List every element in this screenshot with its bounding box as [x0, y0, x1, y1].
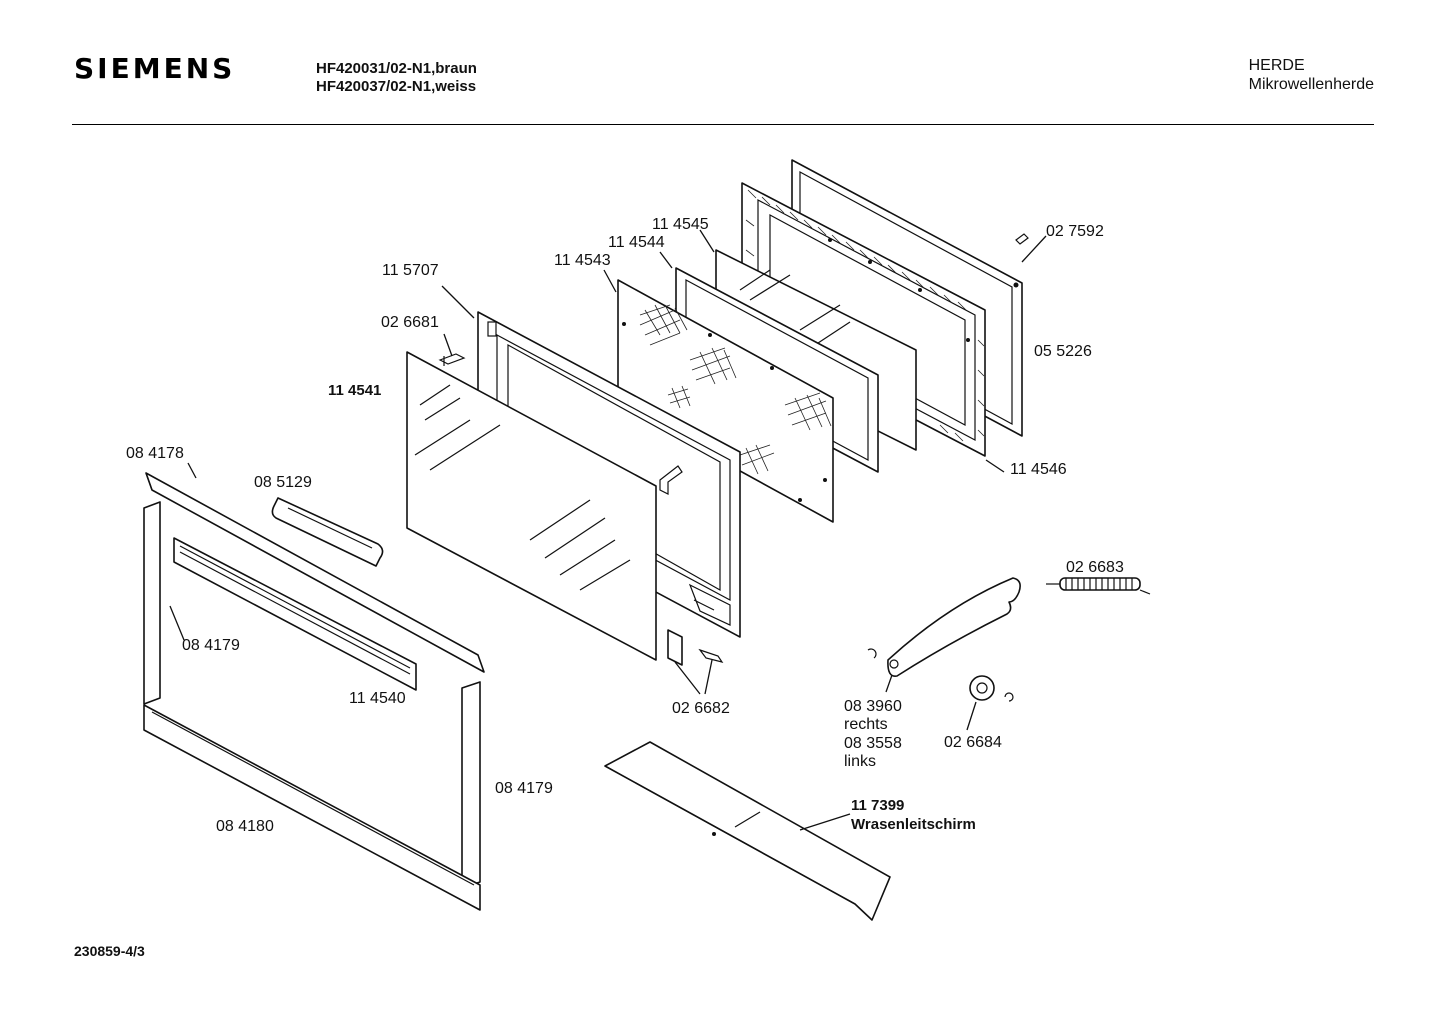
top-trim-bar [145, 472, 485, 673]
part-label: 11 4545 [652, 216, 709, 233]
part-label: 11 4540 [349, 690, 406, 707]
part-note: Wrasenleitschirm [851, 816, 976, 833]
part-label: 05 5226 [1034, 343, 1092, 360]
hinge-bracket [667, 629, 724, 666]
front-glass [406, 351, 683, 661]
part-label: 11 5707 [382, 262, 439, 279]
door-handle [271, 497, 384, 567]
part-label: 11 4544 [608, 234, 665, 251]
left-side-trim [143, 501, 161, 705]
subcategory: Mikrowellenherde [1248, 76, 1374, 93]
model-line: HF420031/02-N1,braun [316, 60, 477, 77]
document-number: 230859-4/3 [74, 943, 145, 959]
category: HERDE [1248, 57, 1305, 74]
part-label: 08 4178 [126, 445, 184, 462]
part-label: 02 6684 [944, 734, 1002, 751]
bottom-trim-bar [143, 704, 481, 911]
part-label: 11 7399 [851, 797, 904, 814]
tension-spring [1046, 577, 1151, 595]
header-rule [72, 124, 1374, 125]
brand-logo: SIEMENS [74, 52, 236, 85]
part-label: 08 3960 [844, 698, 902, 715]
part-label: 11 4541 [328, 382, 381, 399]
part-label: 02 6682 [672, 700, 730, 717]
part-label: 11 4543 [554, 252, 611, 269]
category-block: HERDE Mikrowellenherde [1249, 56, 1374, 94]
decor-strip [173, 537, 417, 691]
part-label: 08 4180 [216, 818, 274, 835]
part-label: 08 3558 [844, 735, 902, 752]
screw [1015, 233, 1029, 245]
vapor-deflector [604, 741, 891, 921]
part-label: 11 4546 [1010, 461, 1067, 478]
right-side-trim [461, 681, 481, 889]
part-label: 08 5129 [254, 474, 312, 491]
part-note: links [844, 753, 876, 770]
part-label: 08 4179 [182, 637, 240, 654]
part-note: rechts [844, 716, 888, 733]
roller [969, 675, 1014, 702]
part-label: 02 7592 [1046, 223, 1104, 240]
part-label: 02 6681 [381, 314, 439, 331]
model-list: HF420031/02-N1,braun HF420037/02-N1,weis… [316, 60, 477, 96]
leader-lines [169, 229, 1047, 831]
latch-hook [867, 577, 1021, 677]
model-line: HF420037/02-N1,weiss [316, 78, 477, 95]
part-label: 02 6683 [1066, 559, 1124, 576]
perforated-screen [617, 279, 834, 523]
part-label: 08 4179 [495, 780, 553, 797]
